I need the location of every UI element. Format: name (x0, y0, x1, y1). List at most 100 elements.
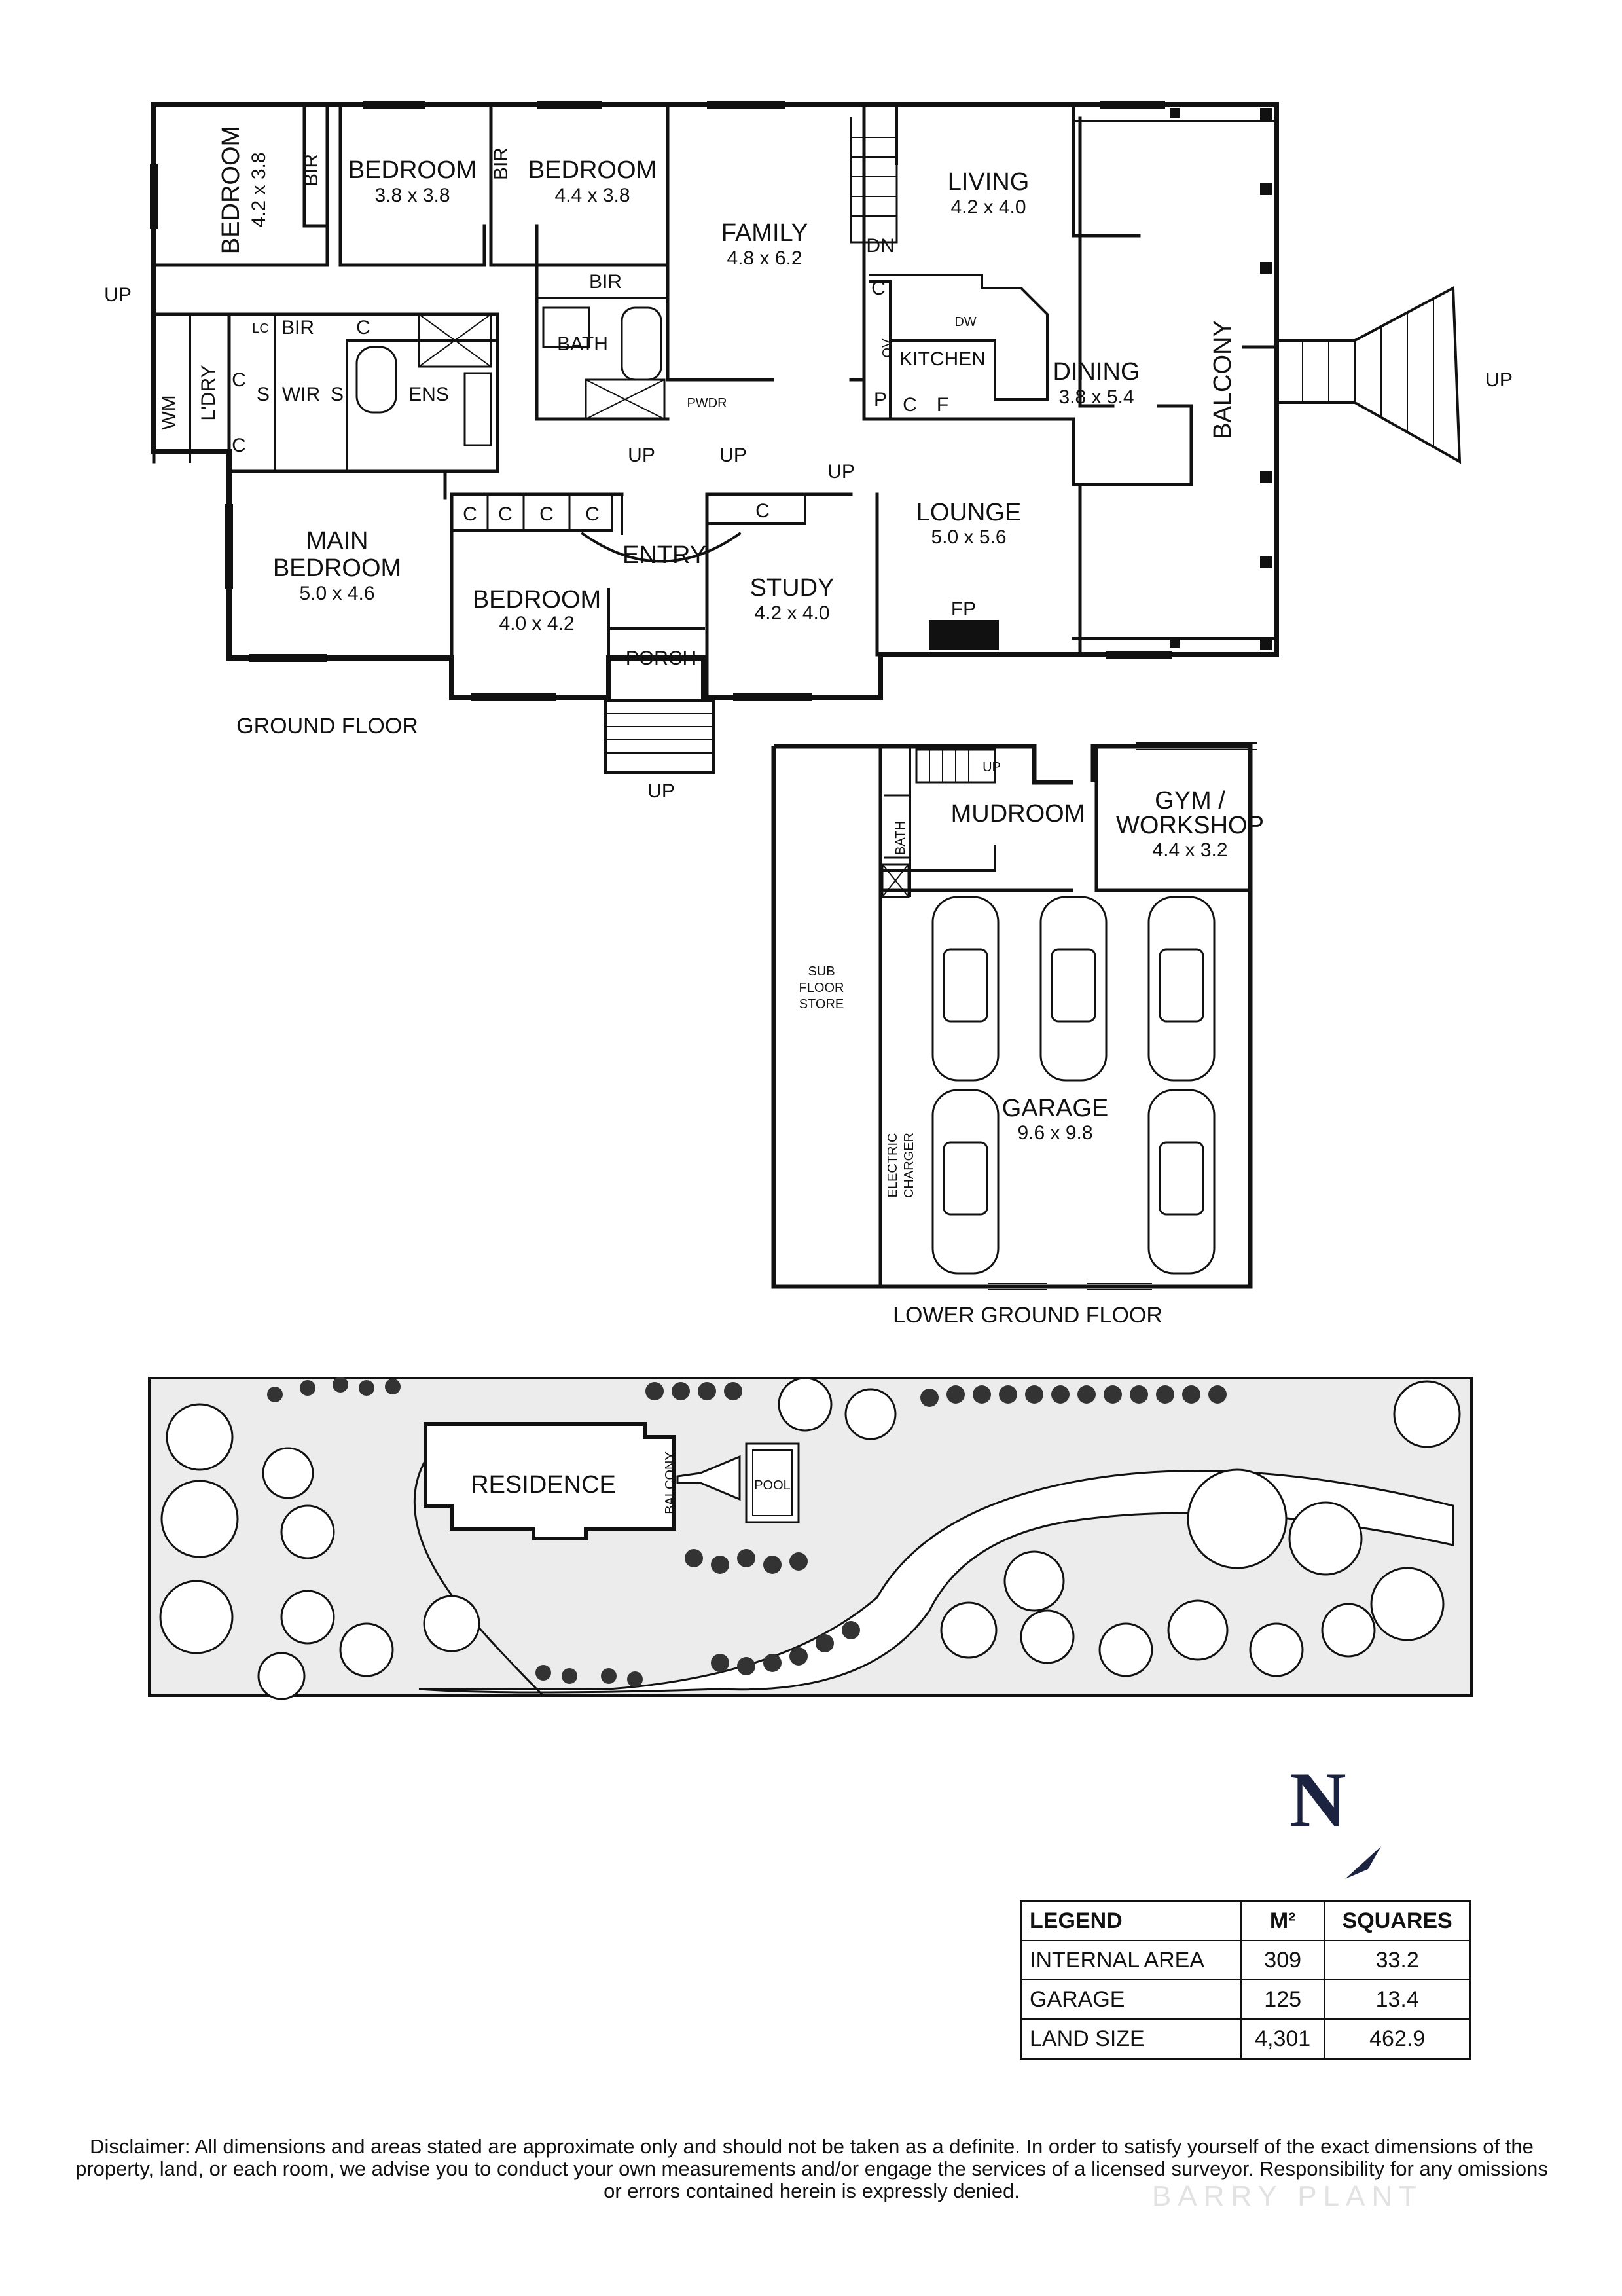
label-site-balcony: BALCONY (663, 1451, 677, 1514)
label-up-bath: UP (628, 445, 655, 466)
label-bir-wir: BIR (281, 317, 314, 338)
label-c-4: C (585, 503, 600, 525)
label-pool: POOL (754, 1478, 791, 1493)
ground-floor-labels: BEDROOM 4.2 x 3.8 BEDROOM 3.8 x 3.8 BEDR… (104, 126, 1513, 802)
label-sub-floor-store-2: FLOOR (799, 981, 844, 995)
room-mudroom-name: MUDROOM (951, 800, 1085, 828)
room-dining-name: DINING (1053, 358, 1140, 386)
label-c-1: C (463, 503, 477, 525)
label-up-lower: UP (982, 760, 1001, 774)
ground-floor-plan (151, 102, 1462, 774)
site-trees (159, 1377, 1461, 1700)
room-main-bedroom-name-line2: BEDROOM (273, 555, 401, 582)
site-labels: RESIDENCE POOL BALCONY (471, 1451, 791, 1514)
room-gym-dims: 4.4 x 3.2 (1152, 839, 1227, 861)
label-c-kitchen: C (871, 278, 886, 299)
car-5 (1147, 1089, 1216, 1275)
label-electric-charger-2: CHARGER (902, 1133, 916, 1198)
label-residence: RESIDENCE (471, 1471, 616, 1499)
label-lower-bath: BATH (893, 821, 908, 855)
label-fp: FP (951, 598, 976, 620)
car-2 (1039, 896, 1108, 1082)
room-bedroom-2-dims: 3.8 x 3.8 (374, 185, 450, 206)
label-electric-charger-1: ELECTRIC (886, 1133, 900, 1198)
room-bedroom-3-dims: 4.4 x 3.8 (554, 185, 630, 206)
label-bir-bath: BIR (589, 271, 622, 293)
lower-ground-floor-plan (771, 744, 1253, 1289)
legend-row-m2: 125 (1240, 1979, 1325, 2020)
legend-row-m2: 4,301 (1240, 2018, 1325, 2060)
legend-row: LAND SIZE 4,301 462.9 (1020, 2018, 1471, 2060)
label-sub-floor-store-3: STORE (799, 997, 844, 1011)
legend-row-label: GARAGE (1020, 1979, 1242, 2020)
label-c-ldry-1: C (232, 369, 246, 391)
label-ov: OV (880, 338, 895, 358)
room-bedroom-4-name: BEDROOM (473, 586, 601, 613)
room-bedroom-2-name: BEDROOM (348, 156, 477, 184)
label-dn: DN (866, 235, 894, 257)
room-living-name: LIVING (948, 168, 1030, 196)
legend-row-squares: 33.2 (1324, 1940, 1471, 1980)
room-dining-dims: 3.8 x 5.4 (1058, 386, 1134, 408)
room-garage-name: GARAGE (1002, 1095, 1109, 1122)
room-bedroom-1-dims: 4.2 x 3.8 (248, 152, 270, 227)
room-lounge-name: LOUNGE (916, 499, 1021, 526)
label-entry: ENTRY (622, 541, 706, 569)
label-balcony: BALCONY (1209, 320, 1236, 439)
site-shrubs (267, 1377, 1227, 1687)
label-s-2: S (331, 384, 344, 405)
compass-arrow-icon (1345, 1846, 1381, 1879)
label-p: P (874, 389, 887, 410)
ground-windows (150, 101, 1172, 701)
label-ens: ENS (408, 384, 449, 405)
label-ldry: L'DRY (198, 365, 219, 420)
lower-floor-labels: MUDROOM GYM / WORKSHOP 4.4 x 3.2 GARAGE … (799, 760, 1264, 1328)
room-main-bedroom-name-line1: MAIN (306, 527, 369, 555)
caption-lower-ground-floor: LOWER GROUND FLOOR (893, 1303, 1162, 1328)
label-kitchen: KITCHEN (899, 348, 986, 370)
label-c-ens: C (356, 317, 370, 338)
label-dw: DW (954, 315, 976, 329)
legend-header-squares: SQUARES (1324, 1900, 1471, 1941)
label-c-2: C (498, 503, 513, 525)
label-up-west: UP (104, 284, 132, 306)
balcony-posts (1170, 108, 1272, 650)
label-c-study: C (755, 500, 770, 522)
room-bedroom-3-name: BEDROOM (528, 156, 657, 184)
legend-row-label: LAND SIZE (1020, 2018, 1242, 2060)
room-gym-name-line2: WORKSHOP (1116, 812, 1264, 839)
room-study-name: STUDY (750, 574, 835, 602)
room-living-dims: 4.2 x 4.0 (950, 196, 1026, 218)
label-lc: LC (252, 321, 269, 336)
disclaimer: Disclaimer: All dimensions and areas sta… (75, 2135, 1548, 2202)
legend-row-squares: 13.4 (1324, 1979, 1471, 2020)
room-family-dims: 4.8 x 6.2 (727, 247, 802, 269)
label-sub-floor-store-1: SUB (808, 964, 835, 979)
label-up-lounge: UP (827, 461, 855, 483)
legend-row: GARAGE 125 13.4 (1020, 1979, 1471, 2020)
label-up-pwdr: UP (719, 445, 747, 466)
legend-table: LEGEND M² SQUARES INTERNAL AREA 309 33.2… (1020, 1900, 1471, 2060)
car-4 (931, 1089, 1000, 1275)
lower-windows (988, 742, 1257, 1290)
label-up-balcony: UP (1485, 369, 1513, 391)
label-s-1: S (257, 384, 270, 405)
car-3 (1147, 896, 1216, 1082)
legend-header-row: LEGEND M² SQUARES (1020, 1900, 1471, 1941)
label-c-pantry: C (903, 394, 917, 416)
legend-header-m2: M² (1240, 1900, 1325, 1941)
label-bir-bed1: BIR (300, 154, 322, 187)
label-wir: WIR (282, 384, 320, 405)
room-lounge-dims: 5.0 x 5.6 (931, 526, 1006, 548)
watermark: BARRY PLANT (1152, 2180, 1424, 2212)
garage-cars (931, 896, 1216, 1275)
label-c-3: C (539, 503, 554, 525)
room-family-name: FAMILY (721, 219, 808, 247)
room-bedroom-4-dims: 4.0 x 4.2 (499, 613, 574, 634)
compass-north: N (1289, 1756, 1346, 1843)
room-gym-name-line1: GYM / (1155, 787, 1225, 814)
car-1 (931, 896, 1000, 1082)
label-bath: BATH (557, 333, 608, 355)
label-bir-bed2: BIR (490, 147, 512, 180)
